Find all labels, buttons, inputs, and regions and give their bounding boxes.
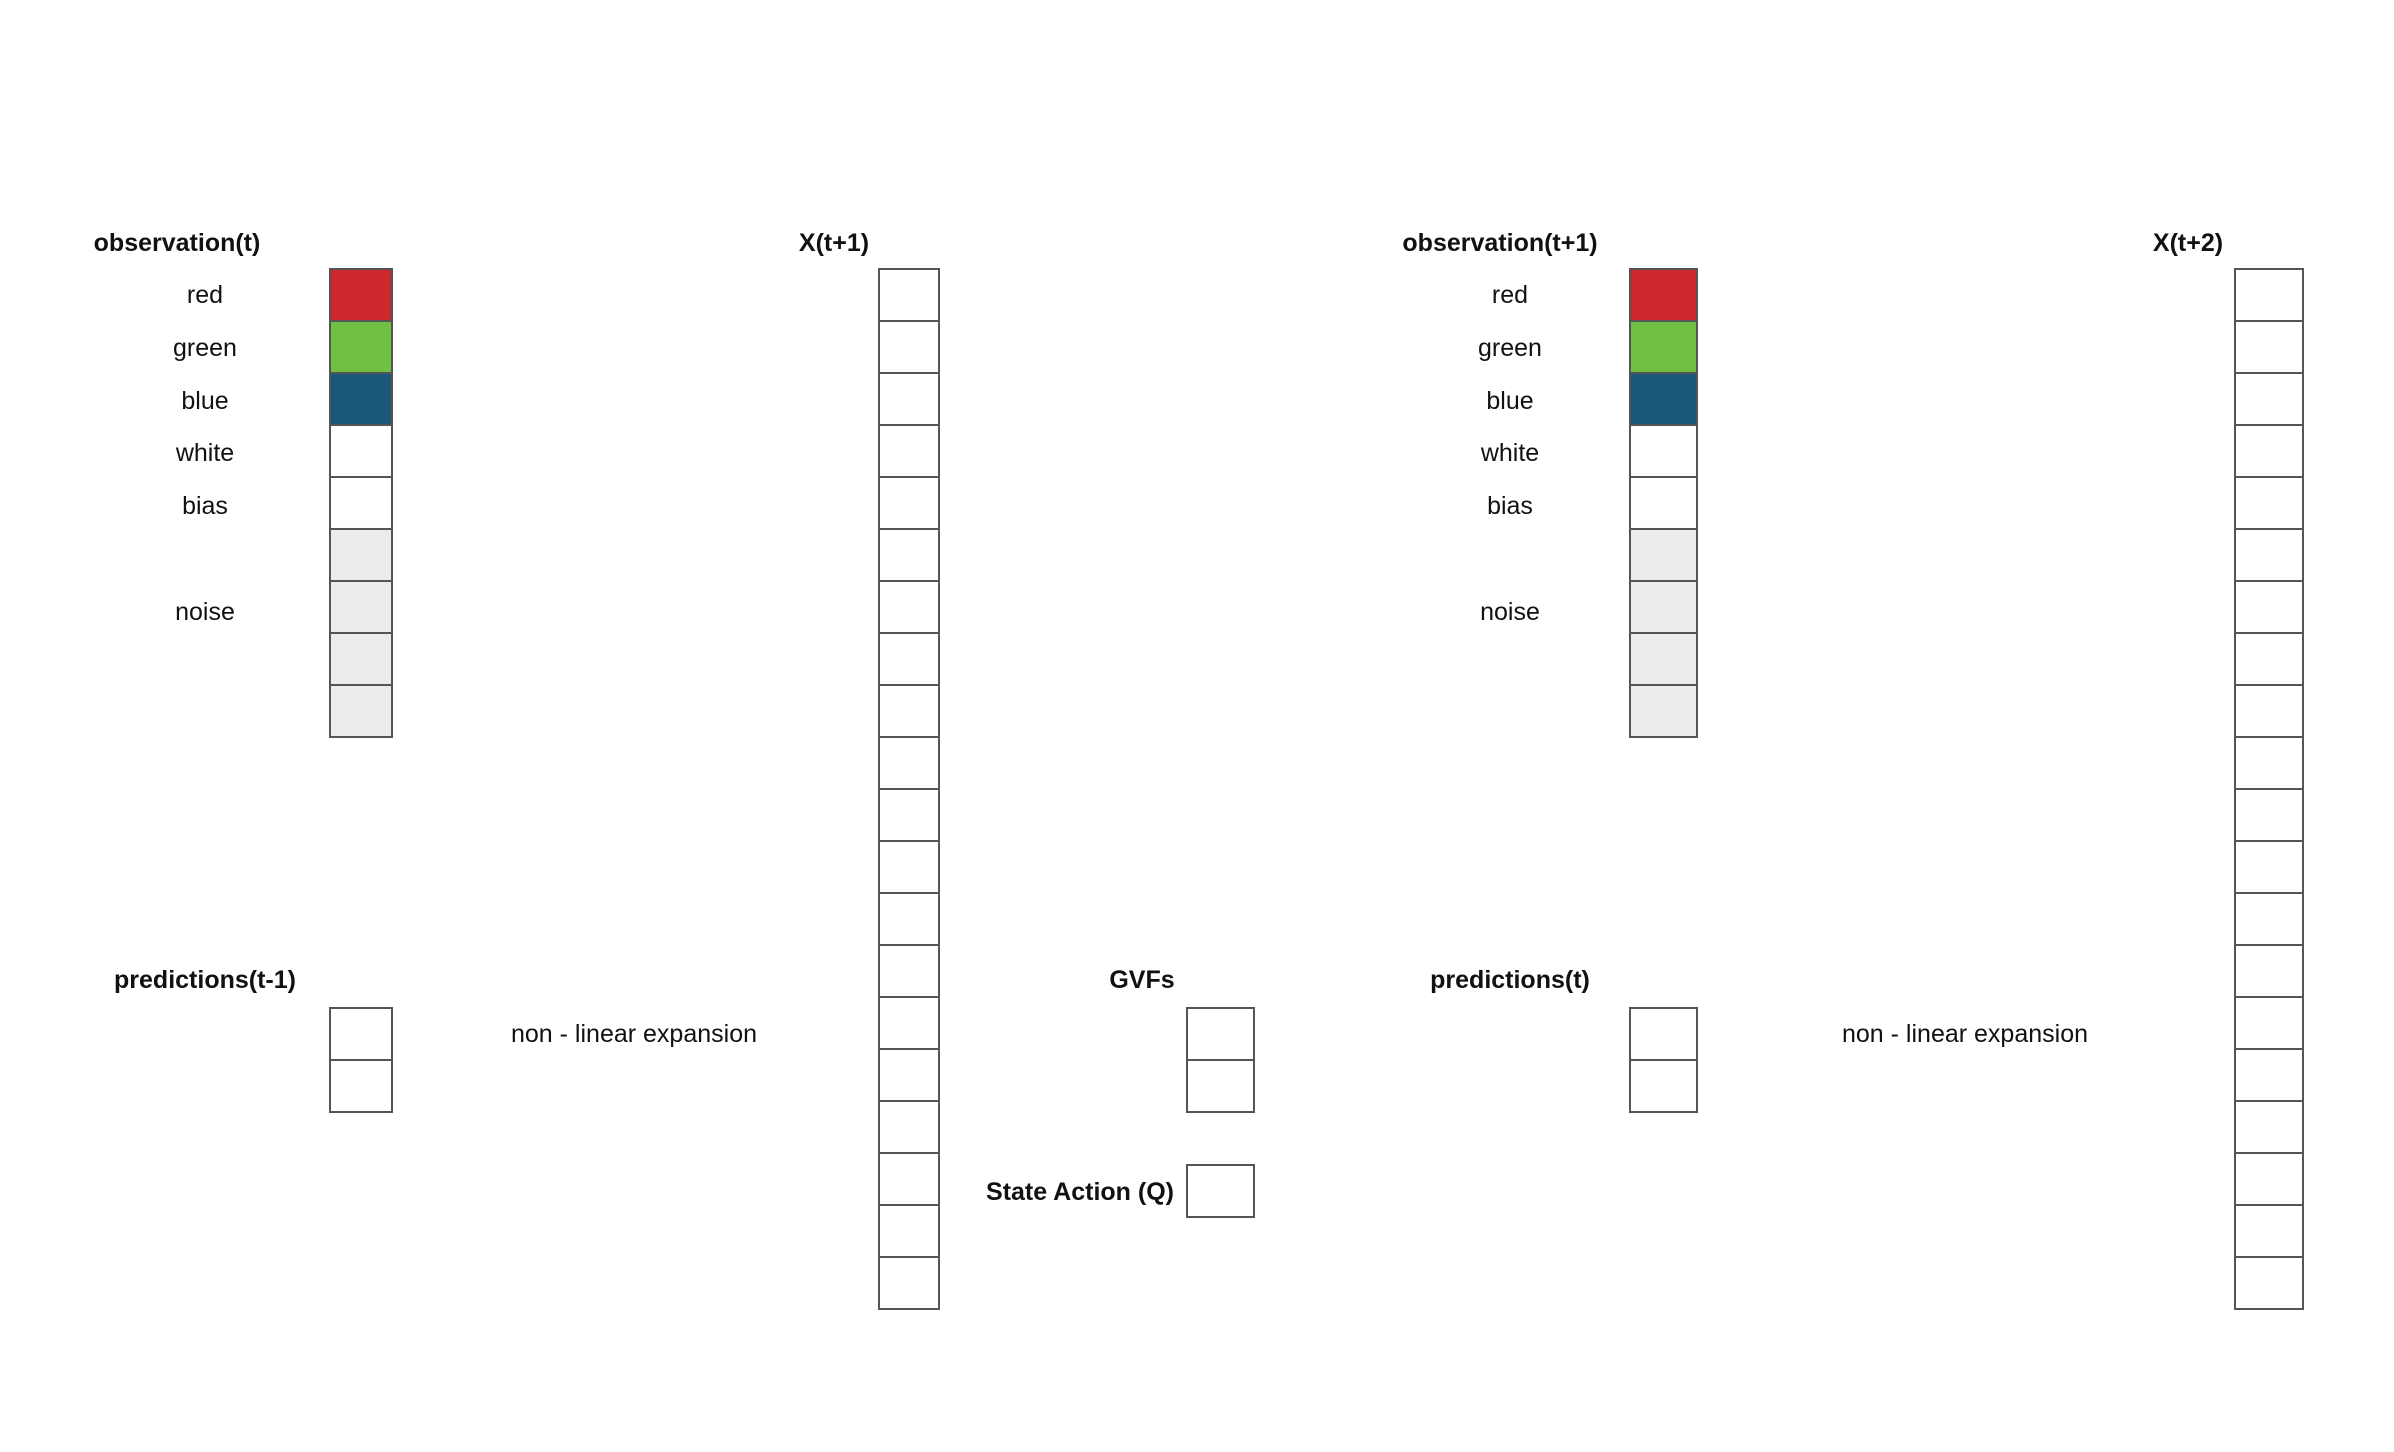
x-t-plus-2-vector-cell bbox=[2234, 684, 2304, 738]
x-t-plus-1-vector-cell bbox=[878, 996, 940, 1050]
x-t-plus-1-vector-cell bbox=[878, 528, 940, 582]
x-t-plus-2-title: X(t+2) bbox=[2152, 229, 2224, 257]
x-t-plus-2-vector-cell bbox=[2234, 1256, 2304, 1310]
observation-t-vector-cell bbox=[329, 268, 393, 322]
observation-t-vector-cell bbox=[329, 320, 393, 374]
observation-t-title: observation(t) bbox=[93, 229, 261, 257]
gvfs-vector-cell bbox=[1186, 1007, 1255, 1061]
observation-t-plus-1-vector bbox=[1629, 268, 1698, 738]
obs-t-label-red: red bbox=[186, 281, 224, 309]
x-t-plus-2-vector-cell bbox=[2234, 372, 2304, 426]
state-action-q-vector bbox=[1186, 1164, 1255, 1218]
observation-t-plus-1-vector-cell bbox=[1629, 684, 1698, 738]
nonlinear-expansion-label-left: non - linear expansion bbox=[511, 1020, 757, 1048]
observation-t-vector bbox=[329, 268, 393, 738]
x-t-plus-1-vector-cell bbox=[878, 320, 940, 374]
x-t-plus-1-vector-cell bbox=[878, 1100, 940, 1154]
x-t-plus-1-vector-cell bbox=[878, 1256, 940, 1310]
x-t-plus-1-vector-cell bbox=[878, 788, 940, 842]
gvfs-vector bbox=[1186, 1007, 1255, 1113]
x-t-plus-1-vector-cell bbox=[878, 476, 940, 530]
obs-t1-label-green: green bbox=[1478, 334, 1542, 362]
x-t-plus-1-vector-cell bbox=[878, 684, 940, 738]
obs-t-label-noise: noise bbox=[175, 598, 235, 626]
gvfs-title: GVFs bbox=[1109, 966, 1175, 994]
predictions-t-vector-cell bbox=[1629, 1059, 1698, 1113]
observation-t-vector-cell bbox=[329, 684, 393, 738]
x-t-plus-2-vector bbox=[2234, 268, 2304, 1310]
x-t-plus-2-vector-cell bbox=[2234, 1204, 2304, 1258]
observation-t-plus-1-vector-cell bbox=[1629, 372, 1698, 426]
observation-t-vector-cell bbox=[329, 580, 393, 634]
x-t-plus-1-vector-cell bbox=[878, 840, 940, 894]
gvfs-vector-cell bbox=[1186, 1059, 1255, 1113]
obs-t1-label-white: white bbox=[1480, 439, 1540, 467]
observation-t-plus-1-vector-cell bbox=[1629, 320, 1698, 374]
x-t-plus-1-vector-cell bbox=[878, 632, 940, 686]
x-t-plus-1-vector-cell bbox=[878, 1152, 940, 1206]
predictions-t-minus-1-vector bbox=[329, 1007, 393, 1113]
x-t-plus-2-vector-cell bbox=[2234, 580, 2304, 634]
x-t-plus-1-title: X(t+1) bbox=[798, 229, 870, 257]
observation-t-plus-1-vector-cell bbox=[1629, 580, 1698, 634]
x-t-plus-2-vector-cell bbox=[2234, 1048, 2304, 1102]
x-t-plus-1-vector-cell bbox=[878, 268, 940, 322]
x-t-plus-1-vector-cell bbox=[878, 892, 940, 946]
observation-t-plus-1-vector-cell bbox=[1629, 528, 1698, 582]
x-t-plus-2-vector-cell bbox=[2234, 736, 2304, 790]
observation-t-plus-1-title: observation(t+1) bbox=[1402, 229, 1598, 257]
obs-t-label-green: green bbox=[173, 334, 237, 362]
x-t-plus-2-vector-cell bbox=[2234, 1100, 2304, 1154]
x-t-plus-2-vector-cell bbox=[2234, 892, 2304, 946]
observation-t-vector-cell bbox=[329, 528, 393, 582]
x-t-plus-2-vector-cell bbox=[2234, 528, 2304, 582]
state-action-q-title: State Action (Q) bbox=[986, 1178, 1174, 1206]
x-t-plus-1-vector-cell bbox=[878, 424, 940, 478]
x-t-plus-2-vector-cell bbox=[2234, 424, 2304, 478]
x-t-plus-1-vector bbox=[878, 268, 940, 1310]
x-t-plus-1-vector-cell bbox=[878, 372, 940, 426]
predictions-t-title: predictions(t) bbox=[1430, 966, 1590, 994]
x-t-plus-2-vector-cell bbox=[2234, 1152, 2304, 1206]
obs-t1-label-bias: bias bbox=[1487, 492, 1533, 520]
nonlinear-expansion-label-right: non - linear expansion bbox=[1842, 1020, 2088, 1048]
state-action-q-vector-cell bbox=[1186, 1164, 1255, 1218]
observation-t-vector-cell bbox=[329, 372, 393, 426]
x-t-plus-1-vector-cell bbox=[878, 580, 940, 634]
obs-t1-label-noise: noise bbox=[1480, 598, 1540, 626]
obs-t-label-white: white bbox=[175, 439, 235, 467]
x-t-plus-2-vector-cell bbox=[2234, 996, 2304, 1050]
predictions-t-minus-1-vector-cell bbox=[329, 1059, 393, 1113]
x-t-plus-2-vector-cell bbox=[2234, 476, 2304, 530]
observation-t-plus-1-vector-cell bbox=[1629, 476, 1698, 530]
x-t-plus-1-vector-cell bbox=[878, 736, 940, 790]
observation-t-vector-cell bbox=[329, 632, 393, 686]
x-t-plus-2-vector-cell bbox=[2234, 268, 2304, 322]
x-t-plus-2-vector-cell bbox=[2234, 320, 2304, 374]
obs-t-label-blue: blue bbox=[181, 387, 229, 415]
x-t-plus-2-vector-cell bbox=[2234, 632, 2304, 686]
x-t-plus-1-vector-cell bbox=[878, 1048, 940, 1102]
predictions-t-minus-1-title: predictions(t-1) bbox=[114, 966, 296, 994]
x-t-plus-2-vector-cell bbox=[2234, 788, 2304, 842]
x-t-plus-2-vector-cell bbox=[2234, 944, 2304, 998]
x-t-plus-1-vector-cell bbox=[878, 944, 940, 998]
observation-t-vector-cell bbox=[329, 424, 393, 478]
obs-t-label-bias: bias bbox=[182, 492, 228, 520]
x-t-plus-1-vector-cell bbox=[878, 1204, 940, 1258]
obs-t1-label-blue: blue bbox=[1486, 387, 1534, 415]
predictions-t-vector bbox=[1629, 1007, 1698, 1113]
predictions-t-vector-cell bbox=[1629, 1007, 1698, 1061]
x-t-plus-2-vector-cell bbox=[2234, 840, 2304, 894]
observation-t-plus-1-vector-cell bbox=[1629, 268, 1698, 322]
predictions-t-minus-1-vector-cell bbox=[329, 1007, 393, 1061]
observation-t-plus-1-vector-cell bbox=[1629, 632, 1698, 686]
observation-t-vector-cell bbox=[329, 476, 393, 530]
obs-t1-label-red: red bbox=[1491, 281, 1529, 309]
observation-t-plus-1-vector-cell bbox=[1629, 424, 1698, 478]
